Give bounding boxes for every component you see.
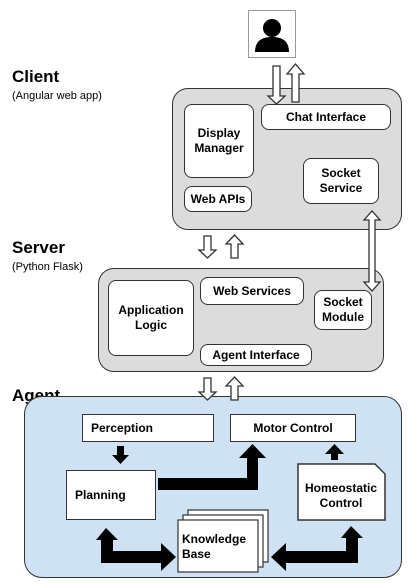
perception-box: Perception bbox=[82, 414, 214, 442]
homeostatic-to-motor-arrow bbox=[325, 444, 344, 460]
homeostatic-knowledge-arrow bbox=[271, 526, 363, 571]
user-avatar bbox=[248, 10, 296, 58]
agent-to-server-arrow bbox=[224, 376, 245, 401]
display-manager-box: Display Manager bbox=[184, 104, 254, 178]
server-to-agent-arrow bbox=[197, 377, 218, 401]
knowledge-base-label: Knowledge Base bbox=[182, 532, 247, 561]
user-icon bbox=[255, 19, 289, 52]
homeostatic-control-label: Homeostatic Control bbox=[304, 481, 378, 510]
server-to-client-arrow bbox=[224, 234, 245, 259]
socket-service-box: Socket Service bbox=[303, 158, 379, 204]
perception-to-planning-arrow bbox=[112, 446, 129, 464]
planning-knowledge-arrow bbox=[96, 528, 176, 571]
socket-bidirectional-arrow bbox=[362, 210, 382, 292]
user-to-client-arrow bbox=[266, 65, 287, 105]
application-logic-box: Application Logic bbox=[108, 280, 194, 356]
socket-module-box: Socket Module bbox=[314, 290, 372, 330]
server-subtitle: (Python Flask) bbox=[12, 261, 83, 273]
chat-interface-box: Chat Interface bbox=[261, 104, 391, 130]
client-to-server-arrow bbox=[197, 235, 218, 259]
agent-interface-box: Agent Interface bbox=[200, 344, 312, 366]
client-to-user-arrow bbox=[285, 62, 306, 103]
motor-control-box: Motor Control bbox=[230, 414, 356, 442]
client-title: Client bbox=[12, 67, 60, 86]
client-subtitle: (Angular web app) bbox=[12, 90, 102, 102]
server-title: Server bbox=[12, 238, 65, 257]
web-apis-box: Web APIs bbox=[184, 186, 252, 212]
planning-to-motor-arrow bbox=[158, 444, 266, 490]
planning-box: Planning bbox=[66, 470, 156, 520]
web-services-box: Web Services bbox=[200, 277, 304, 305]
